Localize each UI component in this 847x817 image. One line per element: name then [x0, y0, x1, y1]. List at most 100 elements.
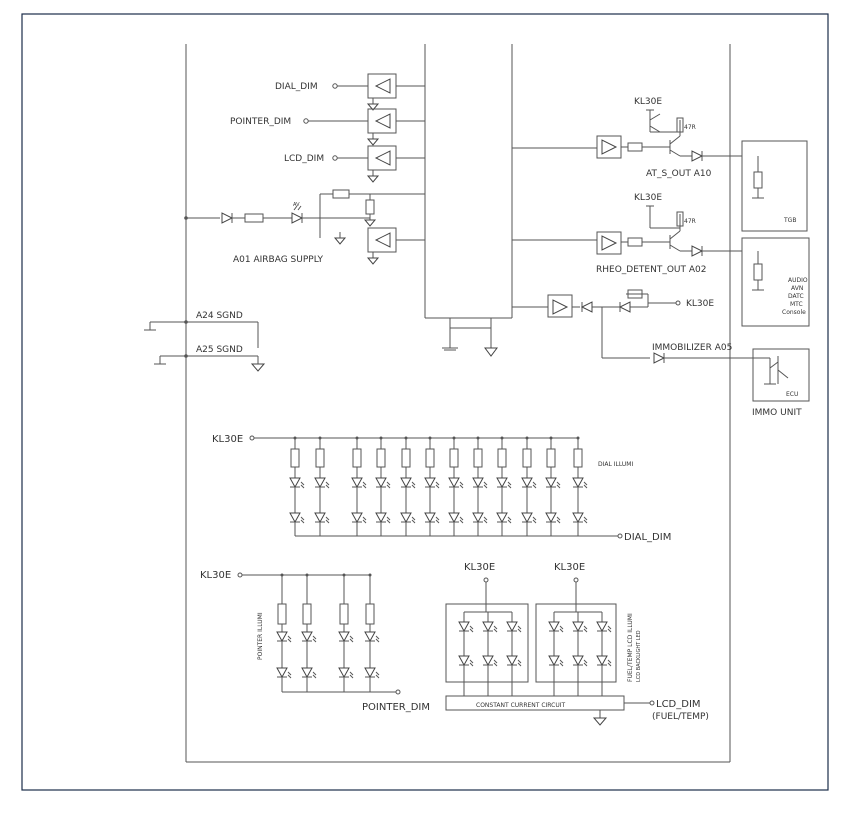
- cluster-boundary: [185, 44, 731, 763]
- kl30e-lcd2-label: KL30E: [554, 562, 585, 573]
- kl30e-pointer-label: KL30E: [200, 570, 231, 581]
- console-label: Console: [782, 309, 806, 316]
- kl30e-at-label: KL30E: [634, 97, 662, 107]
- av-mark: AV: [293, 202, 300, 208]
- audio-label: AUDIO: [788, 277, 808, 284]
- kl30e-led-label: KL30E: [686, 299, 714, 309]
- constant-current-circuit-label: CONSTANT CURRENT CIRCUIT: [476, 702, 566, 709]
- junction-dot: [280, 573, 284, 577]
- led-icon: [496, 477, 512, 489]
- led-icon: [506, 621, 522, 633]
- junction-dot: [452, 436, 456, 440]
- led-icon: [548, 655, 564, 667]
- immobilizer-circuit: [512, 289, 770, 364]
- lcd-dim-input-label: LCD_DIM: [284, 154, 324, 164]
- avn-label: AVN: [791, 285, 803, 292]
- led-icon: [301, 667, 317, 679]
- page-border: [21, 13, 829, 791]
- resistor-47r-at: 47R: [684, 124, 696, 131]
- led-icon: [548, 621, 564, 633]
- led-icon: [596, 621, 612, 633]
- signal-ground-pins: [144, 320, 266, 372]
- junction-dot: [576, 436, 580, 440]
- fuel-temp-sub-label: LCD BACKLIGHT LED: [636, 630, 642, 682]
- rheo-detent-out-label: RHEO_DETENT_OUT A02: [596, 265, 706, 275]
- junction-dot: [368, 573, 372, 577]
- rheo-detent-out-driver: [512, 205, 742, 257]
- resistor-icon: [573, 448, 583, 468]
- led-icon: [496, 512, 512, 524]
- a24-sgnd-label: A24 SGND: [196, 311, 243, 321]
- led-icon: [351, 512, 367, 524]
- led-icon: [289, 477, 305, 489]
- audio-avn-box: [741, 237, 810, 327]
- dial-illumi-label: DIAL ILLUMI: [598, 461, 633, 468]
- led-icon: [364, 667, 380, 679]
- led-icon: [572, 512, 588, 524]
- ecu-label: ECU: [786, 391, 798, 398]
- led-icon: [448, 477, 464, 489]
- resistor-icon: [352, 448, 362, 468]
- resistor-47r-rheo: 47R: [684, 218, 696, 225]
- led-icon: [458, 621, 474, 633]
- kl30e-dial-label: KL30E: [212, 434, 243, 445]
- pointer-illumination-array: [237, 572, 401, 695]
- dial-illumination-array: [249, 435, 623, 539]
- lcd-illumination-array: [445, 577, 655, 726]
- led-icon: [472, 512, 488, 524]
- junction-dot: [293, 436, 297, 440]
- kl30e-lcd1-label: KL30E: [464, 562, 495, 573]
- led-icon: [448, 512, 464, 524]
- tgb-box: [741, 140, 808, 232]
- junction-dot: [525, 436, 529, 440]
- junction-dot: [355, 436, 359, 440]
- junction-dot: [549, 436, 553, 440]
- immobilizer-label: IMMOBILIZER A05: [652, 343, 732, 353]
- immo-unit-label: IMMO UNIT: [752, 408, 802, 418]
- resistor-icon: [339, 603, 349, 625]
- led-icon: [314, 512, 330, 524]
- led-icon: [596, 655, 612, 667]
- led-icon: [364, 631, 380, 643]
- resistor-icon: [302, 603, 312, 625]
- led-icon: [400, 512, 416, 524]
- resistor-icon: [290, 448, 300, 468]
- led-icon: [572, 655, 588, 667]
- fuel-temp-label: (FUEL/TEMP): [652, 712, 709, 722]
- pointer-dim-output-label: POINTER_DIM: [362, 702, 430, 713]
- led-icon: [338, 631, 354, 643]
- led-icon: [521, 512, 537, 524]
- pointer-illumi-label: POINTER ILLUMI: [257, 612, 264, 660]
- led-icon: [400, 477, 416, 489]
- resistor-icon: [365, 603, 375, 625]
- resistor-icon: [376, 448, 386, 468]
- led-icon: [572, 477, 588, 489]
- resistor-icon: [522, 448, 532, 468]
- airbag-supply-circuit: [184, 189, 425, 265]
- led-icon: [338, 667, 354, 679]
- resistor-icon: [315, 448, 325, 468]
- tgb-label: TGB: [783, 217, 796, 224]
- led-icon: [276, 667, 292, 679]
- junction-dot: [476, 436, 480, 440]
- junction-dot: [379, 436, 383, 440]
- lcd-dim-output-label: LCD_DIM: [656, 699, 701, 710]
- led-icon: [314, 477, 330, 489]
- led-icon: [482, 621, 498, 633]
- led-icon: [506, 655, 522, 667]
- dim-input-buffers: [303, 73, 425, 183]
- led-icon: [375, 477, 391, 489]
- led-icon: [482, 655, 498, 667]
- led-icon: [424, 477, 440, 489]
- at-s-out-label: AT_S_OUT A10: [646, 169, 712, 179]
- led-icon: [375, 512, 391, 524]
- junction-dot: [305, 573, 309, 577]
- fuel-temp-illumi-label: FUEL/TEMP LCD ILLUMI: [627, 613, 634, 682]
- datc-label: DATC: [788, 293, 804, 300]
- led-icon: [301, 631, 317, 643]
- junction-dot: [318, 436, 322, 440]
- led-icon: [351, 477, 367, 489]
- mtc-label: MTC: [790, 301, 803, 308]
- resistor-icon: [277, 603, 287, 625]
